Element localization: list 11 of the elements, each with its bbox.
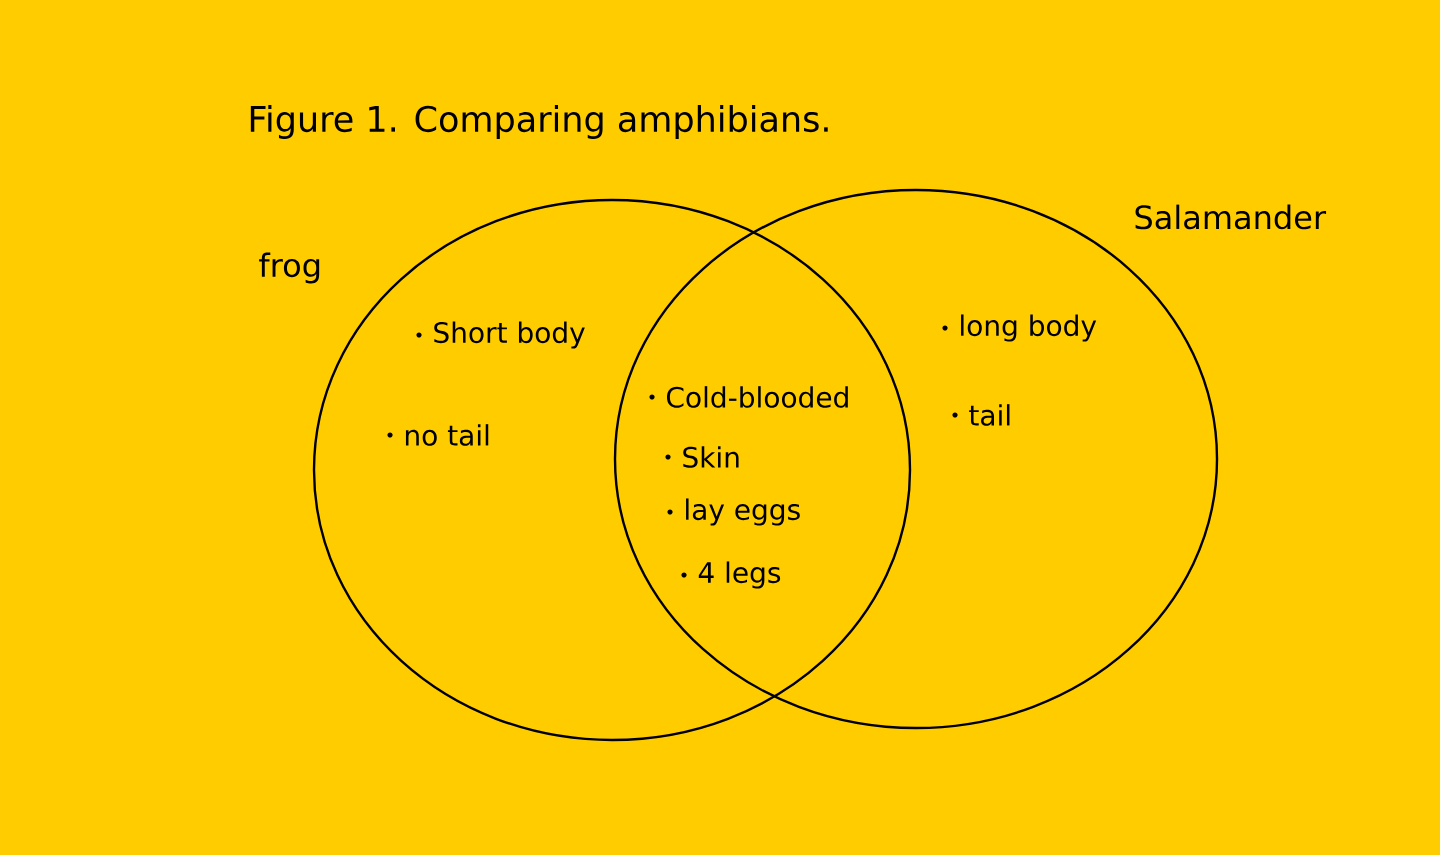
circle-label: Salamander xyxy=(1135,204,1327,230)
list-item: no tail xyxy=(405,424,489,446)
title: Figure 1. Comparing amphibians. xyxy=(250,105,828,139)
list-item: Short body xyxy=(434,321,585,349)
list-item: long body xyxy=(961,314,1097,342)
circle-label: frog xyxy=(259,252,320,284)
list-item: tail xyxy=(969,404,1010,426)
list-item: Skin xyxy=(683,446,739,468)
list-item: Cold-blooded xyxy=(667,386,848,408)
list-item: lay eggs xyxy=(686,498,800,526)
list-item: 4 legs xyxy=(698,561,781,589)
